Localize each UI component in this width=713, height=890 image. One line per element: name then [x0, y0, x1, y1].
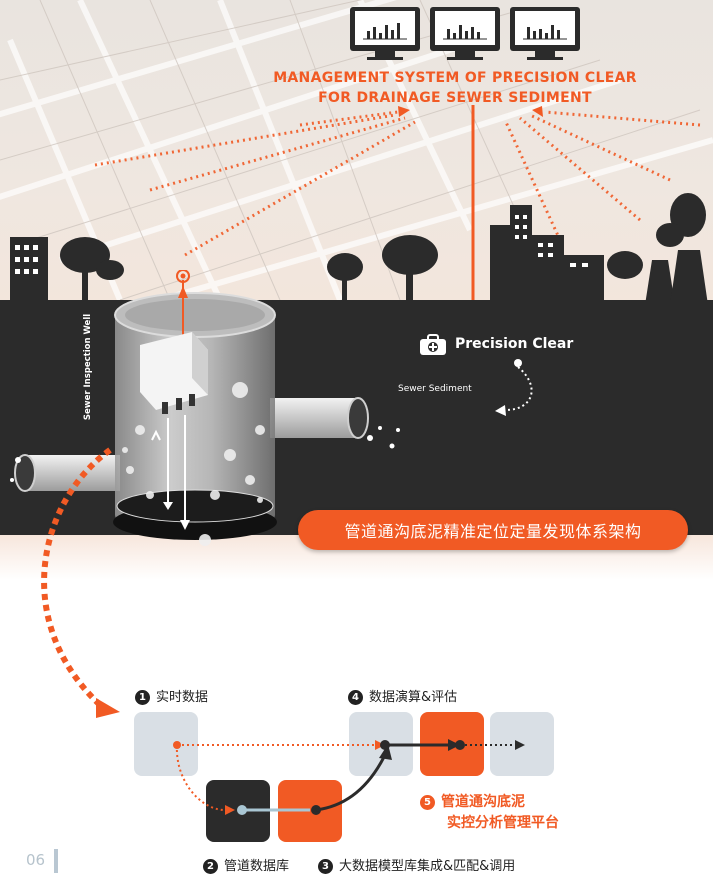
step-2-text: 管道数据库 [224, 859, 290, 874]
step-1-label: 1 实时数据 [135, 686, 208, 705]
system-title: MANAGEMENT SYSTEM OF PRECISION CLEAR FOR… [220, 68, 690, 108]
signal-arrows [94, 105, 701, 300]
step-1-text: 实时数据 [156, 690, 209, 705]
step-3-label: 3 大数据模型库集成&匹配&调用 [318, 855, 515, 874]
step-2-label: 2 管道数据库 [203, 855, 289, 874]
sediment-curve-arrow [495, 359, 533, 416]
signal-arrow [149, 116, 406, 192]
step-5-label: 5 管道通沟底泥 实控分析管理平台 [420, 792, 559, 834]
step-4-text: 数据演算&评估 [369, 690, 458, 705]
signal-arrow [544, 110, 701, 127]
page-number: 06 [26, 851, 46, 869]
step-3-number: 3 [318, 859, 333, 874]
step-5-number: 5 [420, 795, 435, 810]
flow-connectors [173, 739, 525, 815]
toolbox-icon [420, 334, 446, 355]
step-2-number: 2 [203, 859, 218, 874]
monitor-icon [350, 7, 420, 60]
step-1-number: 1 [135, 690, 150, 705]
sensor-device-icon [140, 332, 208, 414]
monitor-icon [430, 7, 500, 60]
page-number-bar [54, 849, 58, 873]
signal-arrow [529, 113, 671, 182]
system-title-line1: MANAGEMENT SYSTEM OF PRECISION CLEAR [273, 70, 637, 86]
monitor-group [350, 7, 580, 60]
signal-arrow [503, 119, 562, 241]
well-to-flow-arrow [41, 447, 120, 718]
right-pipe [270, 398, 358, 438]
signal-arrow [519, 116, 641, 222]
system-title-line2: FOR DRAINAGE SEWER SEDIMENT [318, 90, 592, 106]
step-5-text-line2: 实控分析管理平台 [447, 815, 559, 831]
left-pipe [25, 455, 120, 491]
step-3-text: 大数据模型库集成&匹配&调用 [339, 859, 516, 874]
inspection-well-label: Sewer Inspection Well [83, 313, 94, 421]
step-4-number: 4 [348, 690, 363, 705]
sewer-well-illustration [10, 270, 400, 546]
precision-clear-label: Precision Clear [455, 336, 574, 352]
signal-arrow [94, 113, 396, 167]
monitor-icon [510, 7, 580, 60]
city-skyline [10, 193, 708, 305]
signal-arrow [299, 110, 399, 127]
architecture-banner: 管道通沟底泥精准定位定量发现体系架构 [298, 510, 688, 550]
step-4-label: 4 数据演算&评估 [348, 686, 457, 705]
step-5-text-line1: 管道通沟底泥 [441, 794, 525, 810]
sewer-sediment-label: Sewer Sediment [398, 384, 472, 394]
signal-arrow [184, 120, 416, 257]
